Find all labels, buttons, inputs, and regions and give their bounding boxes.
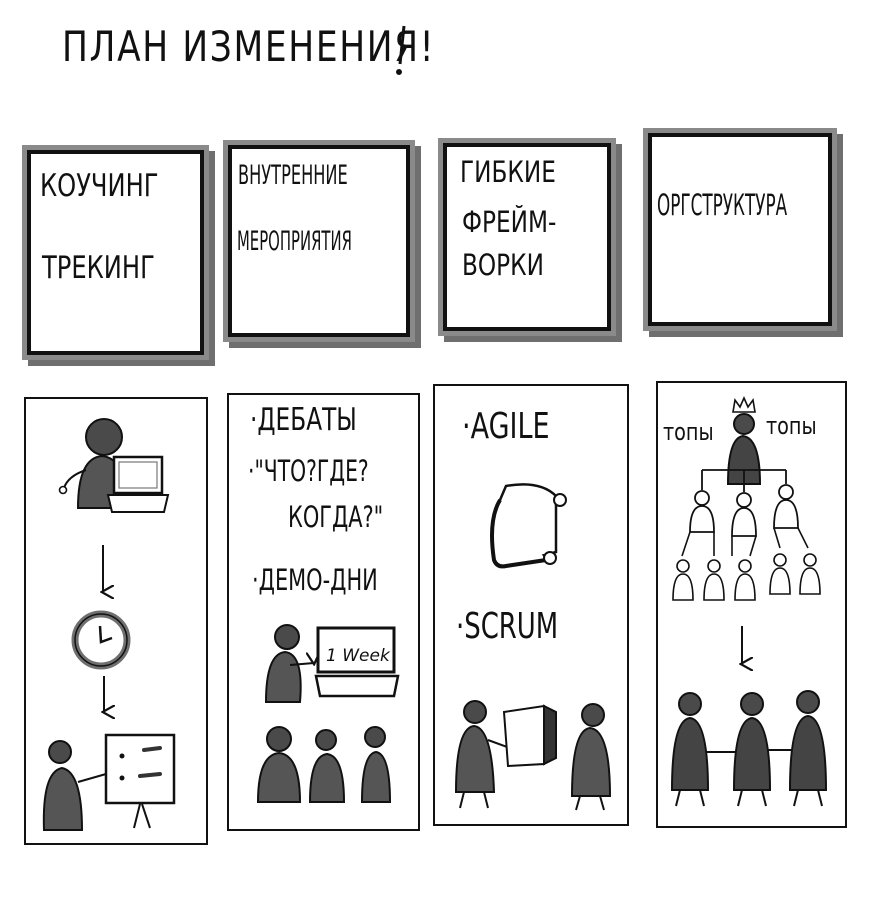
crown-icon xyxy=(732,396,756,413)
header-label-orgstructure: ОРГСТРУКТУРА xyxy=(657,188,788,222)
header-label-tracking: ТРЕКИНГ xyxy=(42,250,155,286)
header-box-events xyxy=(228,145,410,337)
flat-team-figure-1 xyxy=(670,692,710,807)
scroll-manifesto-icon xyxy=(490,483,567,569)
header-box-frameworks xyxy=(443,143,611,331)
audience-figure-1 xyxy=(256,726,302,803)
header-label-events: МЕРОПРИЯТИЯ xyxy=(237,226,352,257)
header-label-flexible: ГИБКИЕ xyxy=(460,155,556,189)
sub-hierarchy-lines xyxy=(681,527,809,557)
header-label-internal: ВНУТРЕННИЕ xyxy=(238,160,348,191)
clock-icon xyxy=(71,610,131,670)
item-when: КОГДА?" xyxy=(288,500,384,534)
team-hand-links xyxy=(706,749,792,753)
label-tops-right: топы xyxy=(766,412,817,440)
screen-board-icon xyxy=(314,626,400,698)
item-what-where: ·"ЧТО?ГДЕ? xyxy=(248,454,369,488)
header-box-coaching xyxy=(27,150,204,355)
middle-manager-2 xyxy=(731,492,757,537)
scrum-board-icon xyxy=(502,704,557,768)
hierarchy-lines xyxy=(701,469,787,492)
speaker-figure xyxy=(264,624,314,703)
title-exclamation xyxy=(396,25,406,75)
top-manager-figure xyxy=(726,413,762,485)
item-demo-days: ·ДЕМО-ДНИ xyxy=(252,563,378,597)
scrum-person-right xyxy=(570,703,612,811)
audience-figure-2 xyxy=(308,729,346,803)
page-title: ПЛАН ИЗМЕНЕНИЯ! xyxy=(62,22,436,71)
item-debates: ·ДЕБАТЫ xyxy=(250,402,357,438)
flat-team-figure-3 xyxy=(788,690,828,807)
item-agile: ·AGILE xyxy=(462,406,550,447)
flat-team-figure-2 xyxy=(732,692,772,807)
presenter-figure xyxy=(42,740,107,831)
board-label: 1 Week xyxy=(326,646,391,666)
header-label-frame: ФРЕЙМ- xyxy=(462,205,557,239)
employee-group xyxy=(672,553,821,601)
middle-manager-3 xyxy=(773,484,799,529)
flipchart-board-icon xyxy=(104,733,176,829)
scrum-person-left xyxy=(454,700,511,809)
label-tops-left: топы xyxy=(663,418,714,446)
item-scrum: ·SCRUM xyxy=(456,606,559,647)
header-box-orgstructure xyxy=(648,133,832,326)
header-label-coaching: КОУЧИНГ xyxy=(40,168,159,204)
laptop-icon xyxy=(106,455,170,513)
header-label-works: ВОРКИ xyxy=(462,248,544,282)
audience-figure-3 xyxy=(360,726,392,803)
middle-manager-1 xyxy=(689,490,715,533)
